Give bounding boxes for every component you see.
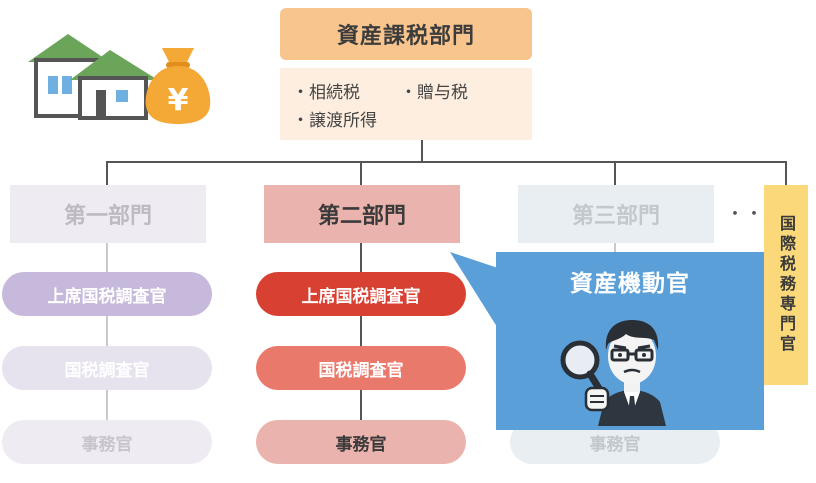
division-two-clerk: 事務官: [256, 420, 466, 464]
division-one-inspector: 国税調査官: [2, 346, 212, 390]
house-icon: [28, 34, 158, 120]
yen-money-bag-icon: ¥: [145, 48, 211, 124]
division-one-senior-inspector: 上席国税調査官: [2, 272, 212, 316]
more-divisions-ellipsis: ・・・: [726, 204, 783, 225]
asset-mobile-officer-title: 資産機動官: [570, 271, 690, 297]
connector-div1: [106, 161, 108, 185]
connector-intl: [785, 161, 787, 185]
connector-col1: [106, 243, 108, 443]
tax-gift: ・贈与税: [400, 83, 468, 103]
division-two-senior-inspector: 上席国税調査官: [256, 272, 466, 316]
callout-pointer: [450, 252, 504, 338]
connector-col2: [360, 243, 362, 443]
connector-vertical-top: [421, 140, 423, 162]
svg-text:¥: ¥: [168, 83, 189, 118]
tax-capital-gains: ・譲渡所得: [292, 111, 377, 131]
division-one-clerk: 事務官: [2, 420, 212, 464]
division-two-inspector: 国税調査官: [256, 346, 466, 390]
connector-horizontal: [106, 161, 787, 163]
connector-div3: [614, 161, 616, 185]
division-three-header: 第三部門: [518, 185, 714, 243]
tax-inheritance: ・相続税: [292, 83, 360, 103]
international-tax-specialist: 国際税務専門官: [764, 185, 808, 385]
asset-mobile-officer-callout: 資産機動官: [496, 252, 764, 430]
asset-tax-department-taxes: ・相続税 ・贈与税 ・譲渡所得: [280, 68, 532, 140]
connector-div2: [360, 161, 362, 185]
inspector-magnifier-icon: [560, 320, 666, 426]
international-tax-specialist-label: 国際税務専門官: [777, 215, 796, 355]
asset-tax-department-title: 資産課税部門: [280, 8, 532, 60]
division-one-header: 第一部門: [10, 185, 206, 243]
division-two-header: 第二部門: [264, 185, 460, 243]
